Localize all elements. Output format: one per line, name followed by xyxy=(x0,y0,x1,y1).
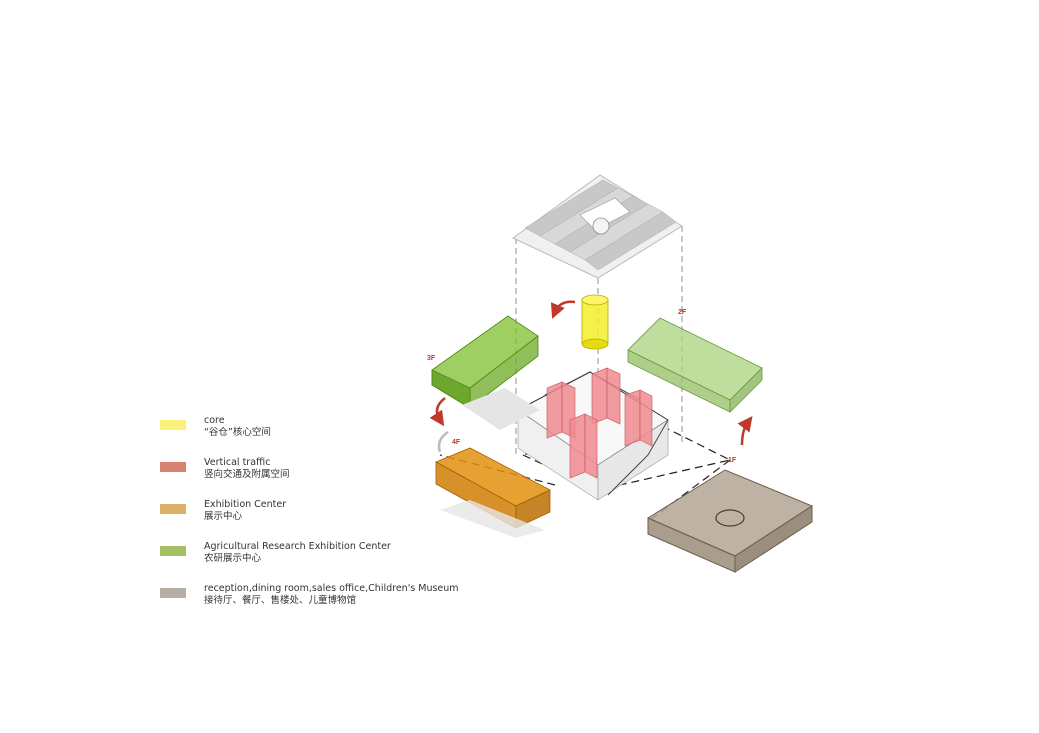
reception-block-1f xyxy=(646,469,814,573)
floor-label-4f: 4F xyxy=(452,439,461,446)
gray-arrow xyxy=(437,430,449,453)
legend-label-zh: 农研展示中心 xyxy=(204,553,262,564)
legend-swatch-reception xyxy=(160,588,186,598)
legend-swatch-exhibition-center xyxy=(160,504,186,514)
roof-block xyxy=(512,174,683,279)
movement-arrows xyxy=(429,300,753,446)
exhibition-block-4f xyxy=(435,447,551,538)
legend-item-vertical-traffic: Vertical traffic 竖向交通及附属空间 xyxy=(160,457,490,499)
legend-label-zh: 接待厅、餐厅、售楼处、儿童博物馆 xyxy=(204,595,357,606)
legend-item-exhibition-center: Exhibition Center 展示中心 xyxy=(160,499,490,541)
floor-label-2f: 2F xyxy=(678,309,687,316)
legend-swatch-agricultural-center xyxy=(160,546,186,556)
legend-label-en: core xyxy=(204,415,225,426)
legend-label-en: Agricultural Research Exhibition Center xyxy=(204,541,391,552)
core-cylinder xyxy=(581,294,609,350)
shadows xyxy=(462,388,540,430)
arrow-1f xyxy=(737,415,753,446)
legend-swatch-core xyxy=(160,420,186,430)
arrow-3f xyxy=(429,397,446,427)
vertical-traffic-cores xyxy=(546,367,653,479)
legend-item-core: core “谷仓”核心空间 xyxy=(160,415,490,457)
legend-label-en: Exhibition Center xyxy=(204,499,287,510)
legend-label-en: Vertical traffic xyxy=(204,457,271,468)
legend-item-reception: reception,dining room,sales office,Child… xyxy=(160,583,490,625)
floor-label-1f: 1F xyxy=(728,457,737,464)
legend: core “谷仓”核心空间 Vertical traffic 竖向交通及附属空间… xyxy=(160,415,490,625)
legend-label-zh: 展示中心 xyxy=(204,511,243,522)
floor-label-3f: 3F xyxy=(427,355,436,362)
agricultural-block-3f xyxy=(431,315,539,409)
legend-item-agricultural-center: Agricultural Research Exhibition Center … xyxy=(160,541,490,583)
agricultural-block-2f xyxy=(627,317,763,413)
arrow-core xyxy=(550,300,576,319)
legend-swatch-vertical-traffic xyxy=(160,462,186,472)
legend-label-en: reception,dining room,sales office,Child… xyxy=(204,583,459,594)
legend-label-zh: “谷仓”核心空间 xyxy=(204,427,271,438)
legend-label-zh: 竖向交通及附属空间 xyxy=(204,469,290,480)
